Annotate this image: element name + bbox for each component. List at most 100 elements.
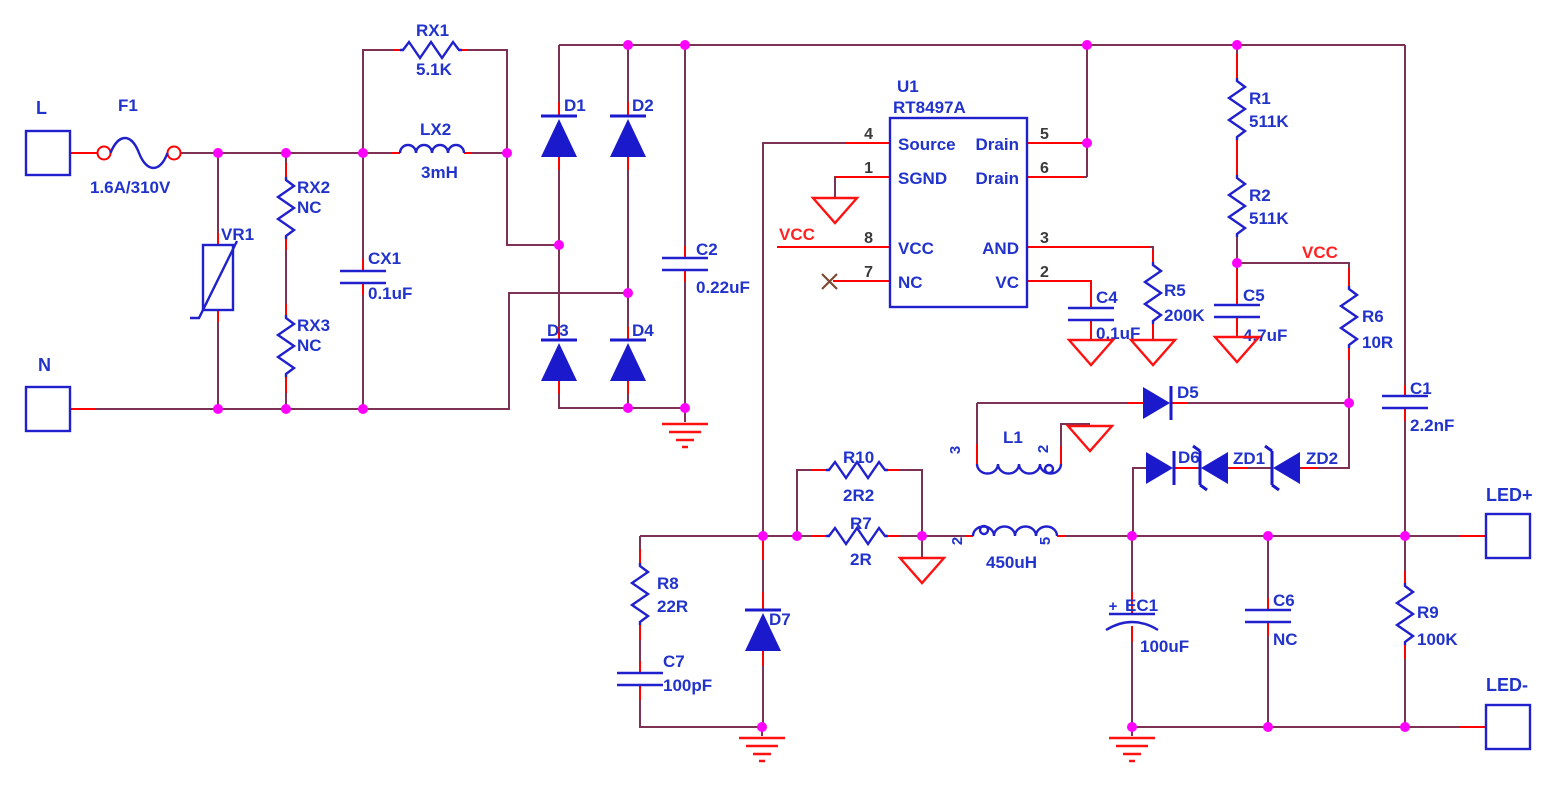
- ground-triangle-l1-aux: [1066, 424, 1114, 453]
- capacitor-CX1-ref: CX1: [368, 249, 401, 268]
- transformer-L1-pin-aux-left: 3: [947, 446, 964, 454]
- net-d5-row: [976, 402, 1349, 464]
- capacitor-C5: C5 4.7uF: [1212, 286, 1287, 345]
- resistor-R6-ref: R6: [1362, 307, 1384, 326]
- resistor-R10-value: 2R2: [843, 486, 874, 505]
- capacitor-C4-ref: C4: [1096, 288, 1118, 307]
- resistor-R2-value: 511K: [1249, 209, 1289, 228]
- transformer-L1-value: 450uH: [986, 553, 1037, 572]
- capacitor-C1: C1 2.2nF: [1380, 379, 1454, 435]
- resistor-R1: R1 511K: [1227, 76, 1289, 142]
- capacitor-C4: C4 0.1uF: [1066, 288, 1140, 343]
- ic-U1-pin-name-sgnd: SGND: [898, 169, 947, 188]
- ic-U1-pin7-no-connect-mark: [821, 273, 838, 290]
- inductor-LX2: LX2 3mH: [398, 120, 466, 182]
- resistor-R7-value: 2R: [850, 550, 872, 569]
- transformer-L1-aux-dot: [1043, 463, 1055, 475]
- diode-D2-ref: D2: [632, 96, 654, 115]
- junction-dots: [213, 40, 1410, 732]
- capacitor-C2: C2 0.22uF: [660, 240, 750, 297]
- capacitor-C5-value: 4.7uF: [1243, 326, 1287, 345]
- diode-D5: D5: [1141, 383, 1199, 422]
- diode-D7-ref: D7: [769, 610, 791, 629]
- resistor-RX3-ref: RX3: [297, 316, 330, 335]
- ic-U1-pin-name-source: Source: [898, 135, 956, 154]
- capacitor-C2-value: 0.22uF: [696, 278, 750, 297]
- resistor-RX3: RX3 NC: [276, 313, 330, 379]
- resistor-RX1-value: 5.1K: [416, 60, 453, 79]
- resistor-RX1-ref: RX1: [416, 21, 449, 40]
- net-source-line: [640, 469, 973, 558]
- transformer-L1-main-dot: [978, 524, 990, 536]
- fuse-F1-ref: F1: [118, 96, 138, 115]
- zener-ZD1: ZD1: [1191, 444, 1265, 492]
- resistor-R9-value: 100K: [1417, 630, 1458, 649]
- zener-ZD2-ref: ZD2: [1306, 449, 1338, 468]
- ic-U1-pin-name-nc: NC: [898, 273, 923, 292]
- diode-D1: D1: [539, 96, 586, 159]
- diode-D4: D4: [608, 321, 654, 383]
- zener-ZD1-ref: ZD1: [1233, 449, 1265, 468]
- terminal-LED-minus: LED-: [1484, 675, 1532, 751]
- diode-D1-ref: D1: [564, 96, 586, 115]
- ic-U1-pin-num-3: 3: [1040, 230, 1049, 247]
- transformer-L1-pin-aux-right: 2: [1035, 445, 1052, 453]
- fuse-F1-element: [109, 136, 169, 170]
- zener-ZD2: ZD2: [1263, 444, 1338, 492]
- transformer-L1-pin-main-left: 2: [949, 537, 966, 545]
- capacitor-C1-value: 2.2nF: [1410, 416, 1454, 435]
- resistor-R5-ref: R5: [1164, 281, 1186, 300]
- fuse-F1-lead-left: [96, 145, 112, 161]
- diode-D3: D3: [539, 321, 579, 383]
- terminal-LED-plus: LED+: [1484, 485, 1533, 560]
- terminal-N: N: [24, 355, 72, 433]
- resistor-R7-ref: R7: [850, 514, 872, 533]
- resistor-R10: R10 2R2: [824, 448, 890, 505]
- resistor-R9-ref: R9: [1417, 603, 1439, 622]
- transformer-L1-pin-main-right: 5: [1037, 537, 1054, 545]
- inductor-LX2-ref: LX2: [420, 120, 451, 139]
- transformer-L1: L1 450uH 3 2 2 5: [947, 428, 1063, 572]
- ground-earth-c2: [660, 422, 710, 449]
- diode-D6: D6: [1144, 448, 1200, 487]
- net-l1-aux-gnd: [1060, 423, 1090, 464]
- diode-D7: D7: [743, 608, 791, 653]
- ic-U1-pin-name-and: AND: [982, 239, 1019, 258]
- net-ac1: [506, 153, 559, 246]
- ic-U1-pin-num-6: 6: [1040, 160, 1049, 177]
- ic-U1-pin-name-vc: VC: [995, 273, 1019, 292]
- net-label-vcc-left: VCC: [779, 225, 815, 244]
- resistor-R2-ref: R2: [1249, 186, 1271, 205]
- resistor-R10-ref: R10: [843, 448, 874, 467]
- fuse-F1-value: 1.6A/310V: [90, 178, 171, 197]
- net-rx1-loop: [362, 49, 508, 153]
- terminal-N-label: N: [38, 355, 51, 375]
- ic-U1-pin-name-drain2: Drain: [976, 169, 1019, 188]
- diode-D6-ref: D6: [1178, 448, 1200, 467]
- diode-D5-ref: D5: [1177, 383, 1199, 402]
- terminal-LED-minus-label: LED-: [1486, 675, 1528, 695]
- ic-U1-pin-num-7: 7: [864, 264, 873, 281]
- ic-U1-pin-num-8: 8: [864, 230, 873, 247]
- resistor-RX1: RX1 5.1K: [398, 21, 464, 79]
- net-label-vcc-right: VCC: [1302, 243, 1338, 262]
- capacitor-EC1-polarity: +: [1109, 598, 1118, 615]
- diode-D2: D2: [608, 96, 654, 159]
- resistor-RX2-value: NC: [297, 198, 322, 217]
- ic-U1-ref: U1: [897, 77, 919, 96]
- resistor-R5-value: 200K: [1164, 306, 1205, 325]
- resistor-R8: R8 22R: [630, 561, 688, 627]
- resistor-R7: R7 2R: [824, 514, 890, 569]
- resistor-R6: R6 10R: [1339, 284, 1393, 352]
- net-neutral: [70, 292, 628, 410]
- resistor-R8-value: 22R: [657, 597, 688, 616]
- red-accent-stubs: [70, 49, 1486, 728]
- capacitor-C7: C7 100pF: [615, 652, 712, 695]
- ground-triangle-r7: [898, 556, 946, 585]
- ic-U1-part: RT8497A: [893, 98, 966, 117]
- capacitor-C7-ref: C7: [663, 652, 685, 671]
- ic-U1-pin-num-5: 5: [1040, 126, 1049, 143]
- ic-U1: U1 RT8497A Source SGND VCC NC Drain Drai…: [821, 77, 1049, 309]
- terminal-LED-plus-box: [1484, 512, 1532, 560]
